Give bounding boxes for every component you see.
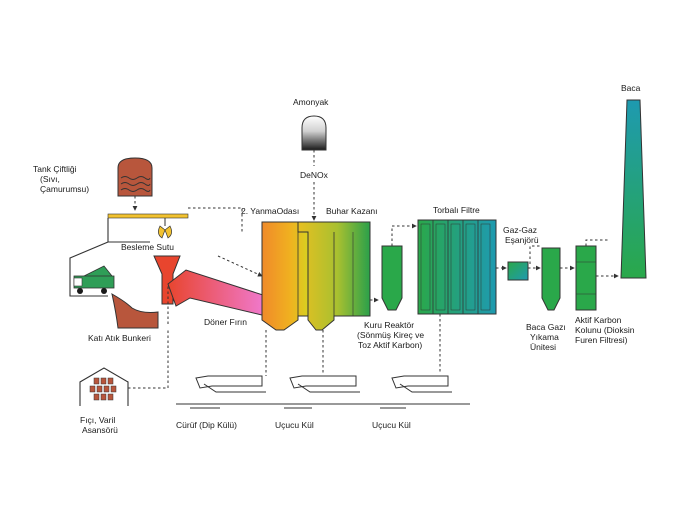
scrubber-label: Baca Gazı [526, 322, 566, 332]
stack-icon [620, 99, 647, 279]
barrel-elevator-label: Fıçı, Varil [80, 415, 115, 425]
secondary-combustion-chamber [261, 221, 309, 331]
feed-chute-label: Besleme Sutu [121, 242, 174, 252]
tank-farm-label-3: Çamurumsu) [40, 184, 89, 194]
ammonia-label: Amonyak [293, 97, 329, 107]
carbon-column-label-3: Furen Filtresi) [575, 335, 628, 345]
slag-label: Cürüf (Dip Külü) [176, 420, 237, 430]
heat-exchanger [507, 261, 529, 281]
flue-gas-scrubber [541, 247, 561, 311]
carbon-column-label: Aktif Karbon [575, 315, 622, 325]
dry-reactor-label-2: (Sönmüş Kireç ve [357, 330, 424, 340]
rotary-kiln-label: Döner Fırın [204, 317, 247, 327]
scrubber-label-2: Yıkama [530, 332, 559, 342]
barrel-building [79, 367, 129, 406]
solid-waste-bunker [111, 293, 159, 329]
stack-label: Baca [621, 83, 641, 93]
dry-reactor-label-3: Toz Aktif Karbon) [358, 340, 422, 350]
tank-icon [117, 157, 153, 197]
building-outline [69, 218, 109, 297]
bag-filter [417, 219, 497, 315]
scrubber-label-3: Ünitesi [530, 342, 556, 352]
ash-conveyor-1 [180, 330, 267, 409]
bunker-label: Katı Atık Bunkeri [88, 333, 151, 343]
tank-farm-label-2: (Sıvı, [40, 174, 60, 184]
combustion-chamber-label: 2. YanmaOdası [241, 206, 299, 216]
crane-rail [107, 213, 189, 219]
fly-ash-label-1: Uçucu Kül [275, 420, 314, 430]
carbon-column-label-2: Kolunu (Dioksin [575, 325, 635, 335]
steam-boiler-label: Buhar Kazanı [326, 206, 378, 216]
ammonia-tank-icon [301, 115, 327, 151]
denox-label: DeNOx [300, 170, 329, 180]
ash-conveyor-3 [372, 314, 452, 409]
ash-conveyor-2 [276, 330, 360, 409]
dry-reactor-label: Kuru Reaktör [364, 320, 414, 330]
heat-exchanger-label: Gaz-Gaz [503, 225, 537, 235]
tank-farm-label: Tank Çiftliği [33, 164, 77, 174]
barrel-elevator-label-2: Asansörü [82, 425, 118, 435]
bag-filter-label: Torbalı Filtre [433, 205, 480, 215]
truck-icon [73, 265, 115, 294]
rotary-kiln [167, 269, 267, 317]
barrel-icon [89, 377, 117, 401]
fly-ash-label-2: Uçucu Kül [372, 420, 411, 430]
heat-exchanger-label-2: Eşanjörü [505, 235, 539, 245]
feed-hopper [153, 255, 181, 305]
dry-reactor [381, 245, 403, 311]
activated-carbon-column [575, 245, 597, 311]
crane-grab-icon [158, 225, 172, 239]
